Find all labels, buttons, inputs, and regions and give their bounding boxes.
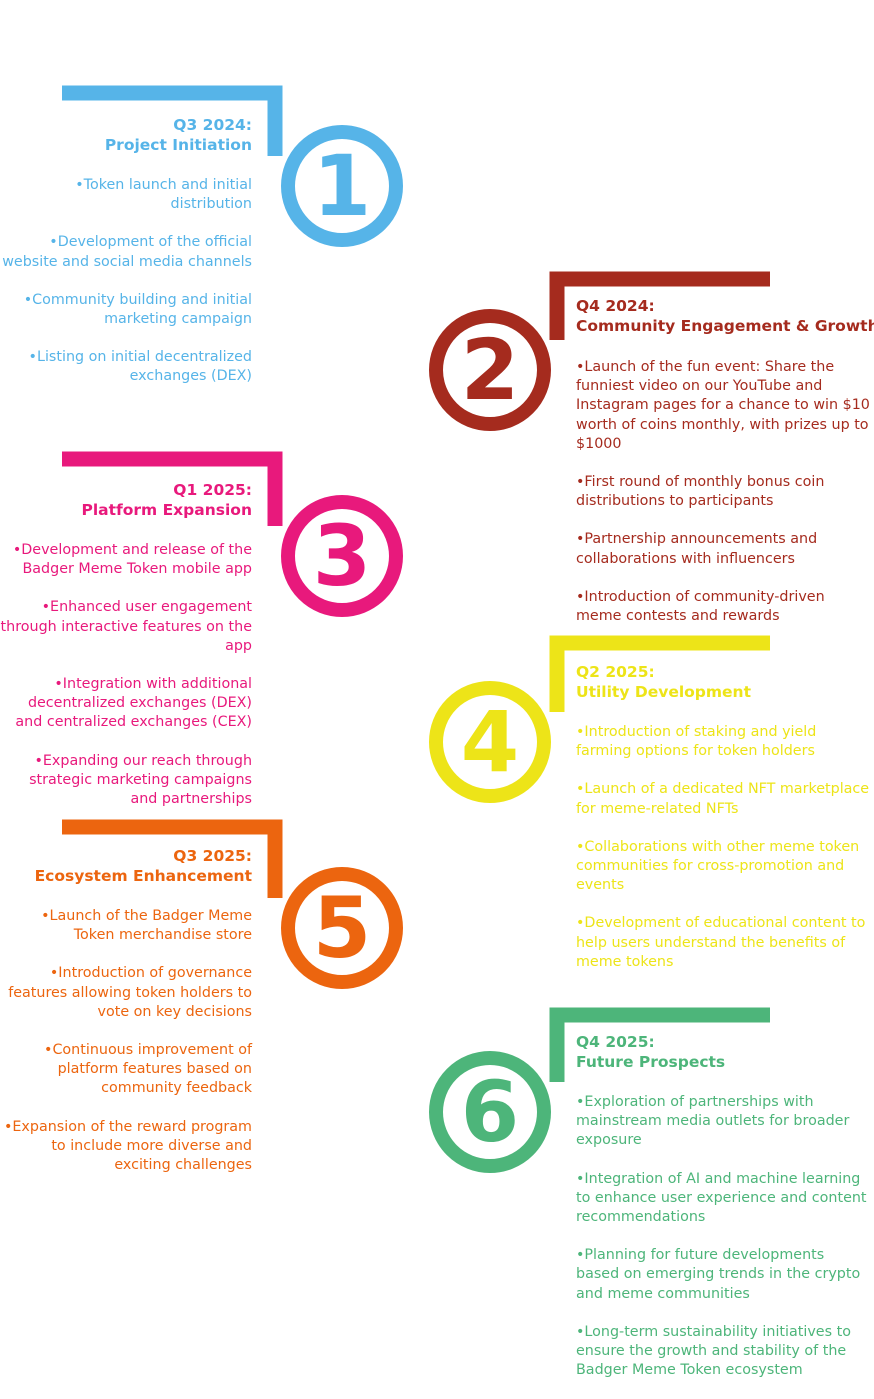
phase-number: 1 [312, 137, 372, 235]
phase-ring [429, 1051, 551, 1173]
phase-name: Project Initiation [104, 136, 252, 154]
phase-bullet-item: •Launch of the fun event: Share the funn… [576, 359, 870, 452]
phase-name: Utility Development [576, 683, 752, 701]
phase-bullet-item: •Integration with additional decentraliz… [15, 676, 252, 731]
phase-bullet-list: •Token launch and initial distribution •D… [0, 176, 252, 406]
phase-bullet-item: •Continuous improvement of platform feat… [44, 1042, 252, 1097]
phase-bullet-list: •Exploration of partnerships with mainst… [576, 1093, 870, 1399]
phase-bullet-item: •Introduction of governance features all… [8, 965, 252, 1020]
phase-bullet-list: •Launch of the Badger Meme Token merchan… [0, 907, 252, 1194]
phase-bullet-item: •Introduction of community-driven meme c… [576, 588, 825, 625]
phase-number: 6 [460, 1063, 520, 1161]
phase-number: 3 [312, 507, 372, 605]
phase-ring [281, 125, 403, 247]
phase-bullet-item: •Long-term sustainability initiatives to… [576, 1323, 851, 1379]
phase-number: 4 [460, 693, 520, 791]
phase-bullet-item: •Development and release of the Badger M… [12, 542, 252, 578]
phase-title: Q2 2025: Utility Development [576, 662, 872, 702]
phase-period: Q4 2024: [576, 297, 655, 315]
phase-bullet-list: •Development and release of the Badger M… [0, 541, 252, 828]
phase-bullet-item: •Community building and initial marketin… [23, 291, 252, 328]
phase-period: Q1 2025: [173, 481, 252, 499]
phase-name: Ecosystem Enhancement [34, 867, 252, 885]
phase-bullet-list: •Introduction of staking and yield farmi… [576, 723, 870, 991]
phase-bullet-list: •Launch of the fun event: Share the funn… [576, 358, 870, 645]
phase-bullet-item: •First round of monthly bonus coin distr… [576, 474, 825, 510]
phase-name: Platform Expansion [81, 501, 252, 519]
phase-bullet-item: •Development of educational content to h… [576, 915, 866, 970]
phase-number: 2 [460, 321, 520, 419]
phase-name: Future Prospects [576, 1053, 726, 1071]
phase-period: Q2 2025: [576, 663, 655, 681]
phase-bullet-item: •Token launch and initial distribution [75, 177, 252, 213]
timeline-bar [62, 451, 283, 526]
phase-bullet-item: •Expanding our reach through strategic m… [29, 752, 252, 808]
phase-bullet-item: •Exploration of partnerships with mainst… [576, 1094, 850, 1149]
phase-ring [429, 681, 551, 803]
phase-name: Community Engagement & Growth [576, 317, 874, 335]
phase-ring [281, 495, 403, 617]
phase-bullet-item: •Integration of AI and machine learning … [576, 1170, 867, 1226]
phase-bullet-item: •Development of the official website and… [2, 234, 252, 270]
phase-bullet-item: •Collaborations with other meme token co… [576, 838, 860, 894]
phase-title: Q4 2025: Future Prospects [576, 1032, 872, 1072]
phase-bullet-item: •Introduction of staking and yield farmi… [576, 724, 817, 760]
timeline-bar [549, 271, 770, 340]
phase-title: Q1 2025: Platform Expansion [0, 480, 252, 520]
phase-bullet-item: •Partnership announcements and collabora… [576, 531, 818, 567]
phase-bullet-item: •Enhanced user engagement through intera… [0, 599, 252, 654]
timeline-bar [62, 85, 283, 156]
phase-title: Q4 2024: Community Engagement & Growth [576, 296, 874, 336]
phase-number: 5 [312, 879, 372, 977]
phase-bullet-item: •Listing on initial decentralized exchan… [28, 349, 252, 385]
phase-ring [281, 867, 403, 989]
phase-bullet-item: •Expansion of the reward program to incl… [3, 1118, 252, 1174]
phase-period: Q3 2024: [173, 116, 252, 134]
phase-period: Q3 2025: [173, 847, 252, 865]
phase-period: Q4 2025: [576, 1033, 655, 1051]
phase-ring [429, 309, 551, 431]
timeline-bar [549, 635, 770, 712]
timeline-bar [62, 819, 283, 898]
phase-bullet-item: •Planning for future developments based … [576, 1247, 861, 1302]
phase-title: Q3 2024: Project Initiation [0, 115, 252, 155]
phase-title: Q3 2025: Ecosystem Enhancement [0, 846, 252, 886]
timeline-bar [549, 1007, 770, 1082]
phase-bullet-item: •Launch of a dedicated NFT marketplace f… [576, 781, 870, 817]
phase-bullet-item: •Launch of the Badger Meme Token merchan… [41, 908, 252, 944]
